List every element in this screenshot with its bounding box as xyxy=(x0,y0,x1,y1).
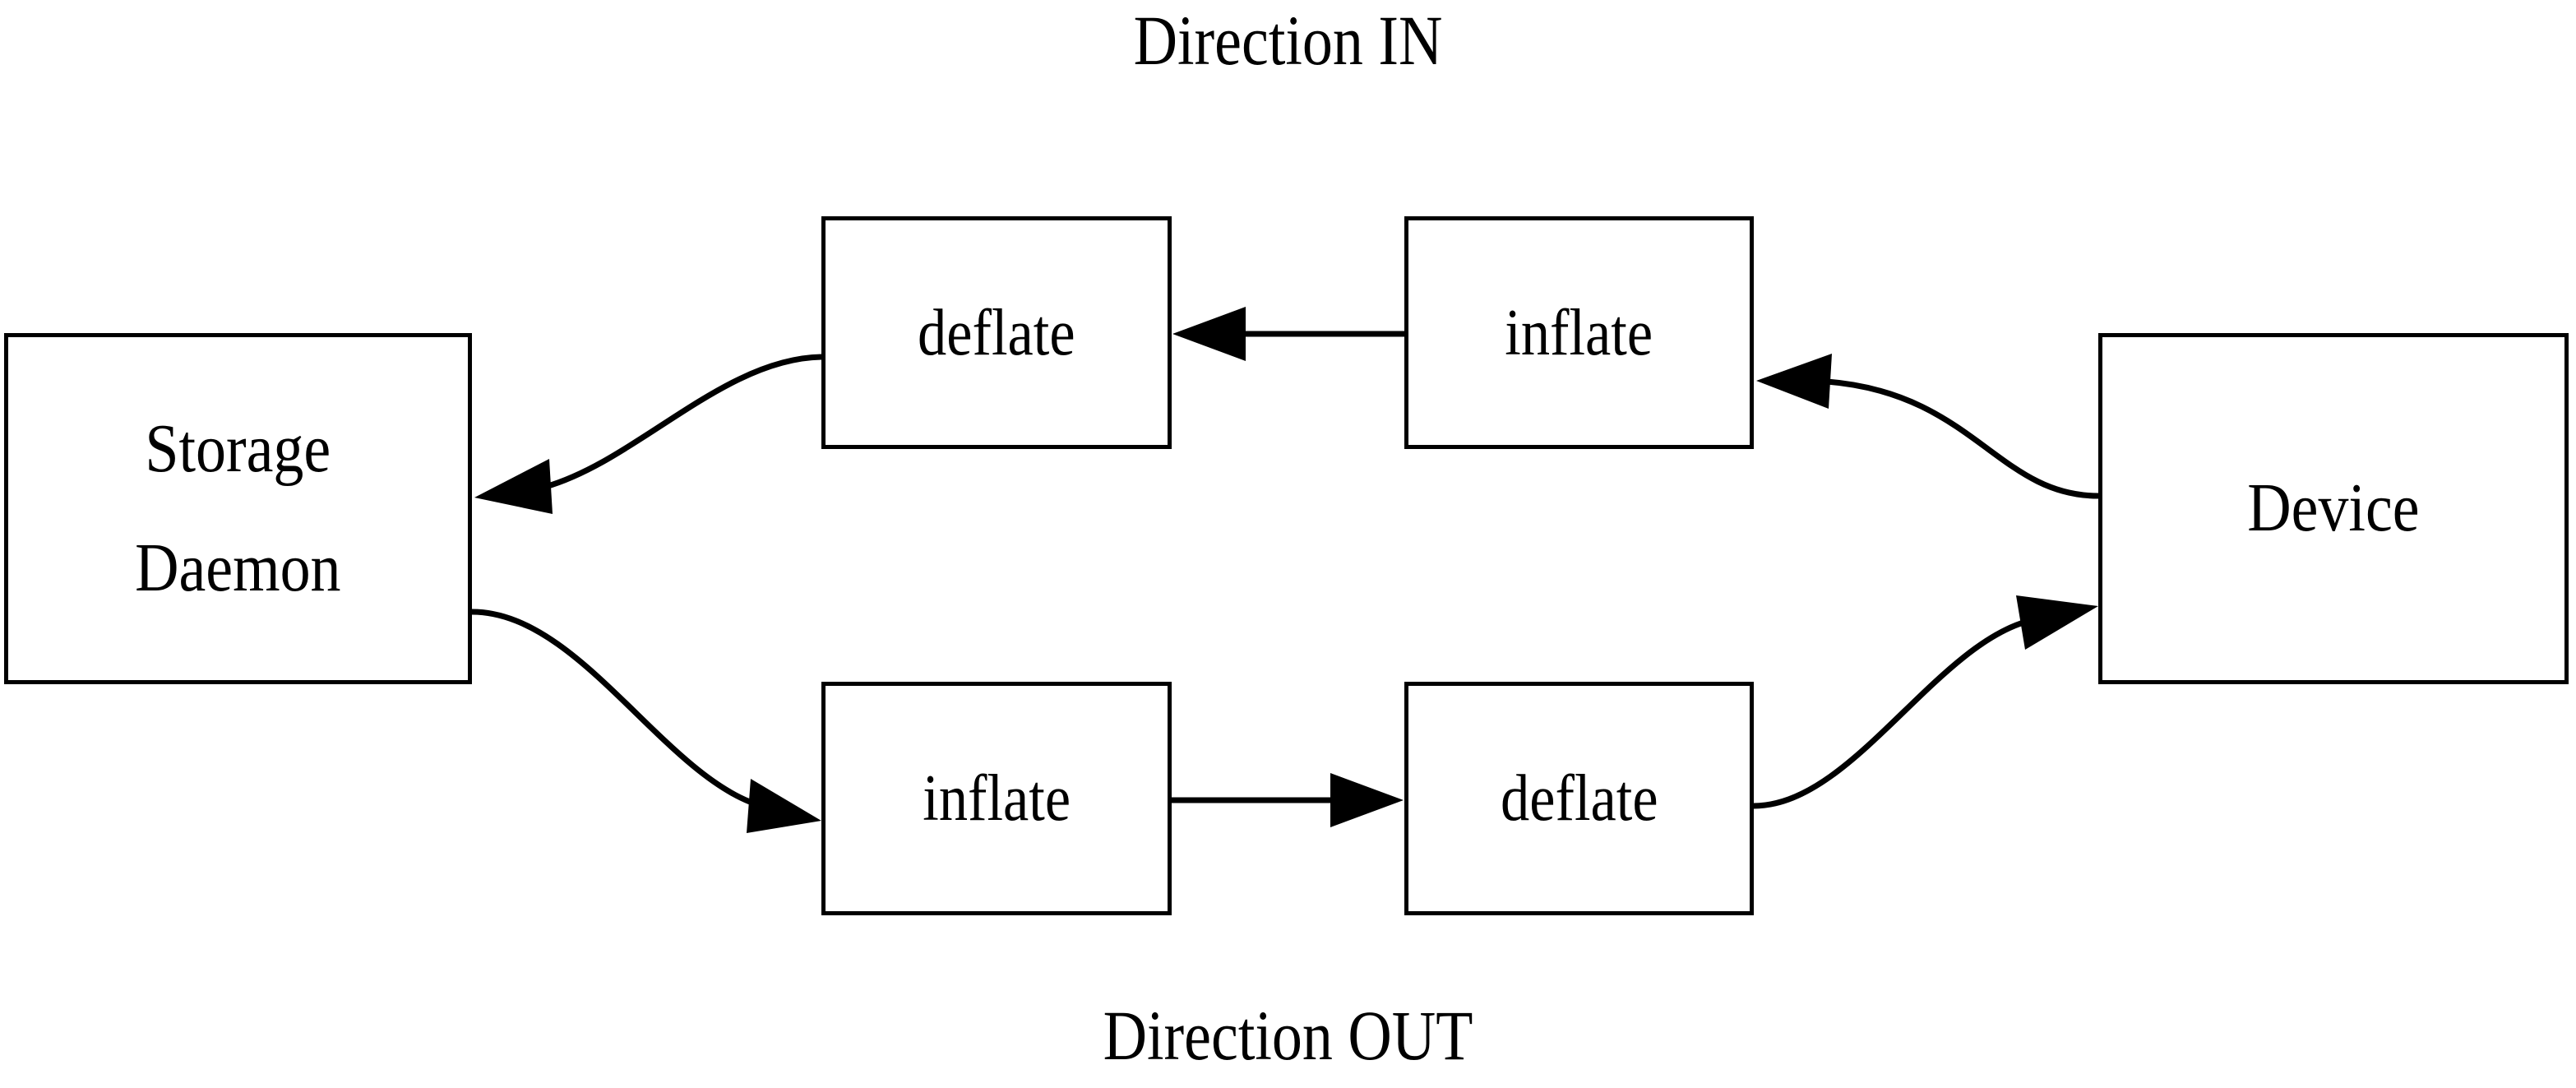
node-inflate-in[interactable]: inflate xyxy=(1404,216,1754,449)
direction-out-label: Direction OUT xyxy=(1103,996,1473,1075)
edge-deflate-out-to-device xyxy=(1753,595,2098,809)
edge-storage-to-inflate-out xyxy=(471,609,821,833)
node-deflate-in[interactable]: deflate xyxy=(821,216,1172,449)
node-inflate-out-label: inflate xyxy=(923,762,1071,835)
edge-deflate-in-to-storage xyxy=(474,354,822,514)
node-inflate-out[interactable]: inflate xyxy=(821,682,1172,915)
edge-inflate-in-to-deflate-in xyxy=(1172,307,1404,361)
node-device-label: Device xyxy=(2247,470,2420,547)
node-deflate-out[interactable]: deflate xyxy=(1404,682,1754,915)
direction-in-label: Direction IN xyxy=(1133,1,1443,80)
edge-device-to-inflate-in xyxy=(1756,354,2099,499)
node-deflate-in-label: deflate xyxy=(918,296,1075,369)
edge-inflate-out-to-deflate-out xyxy=(1172,773,1404,827)
node-inflate-in-label: inflate xyxy=(1505,296,1653,369)
node-storage-daemon-line2: Daemon xyxy=(135,529,341,606)
node-storage-daemon[interactable]: Storage Daemon xyxy=(4,333,472,684)
node-storage-daemon-line1: Storage xyxy=(145,410,331,488)
node-deflate-out-label: deflate xyxy=(1500,762,1658,835)
node-device[interactable]: Device xyxy=(2098,333,2569,684)
